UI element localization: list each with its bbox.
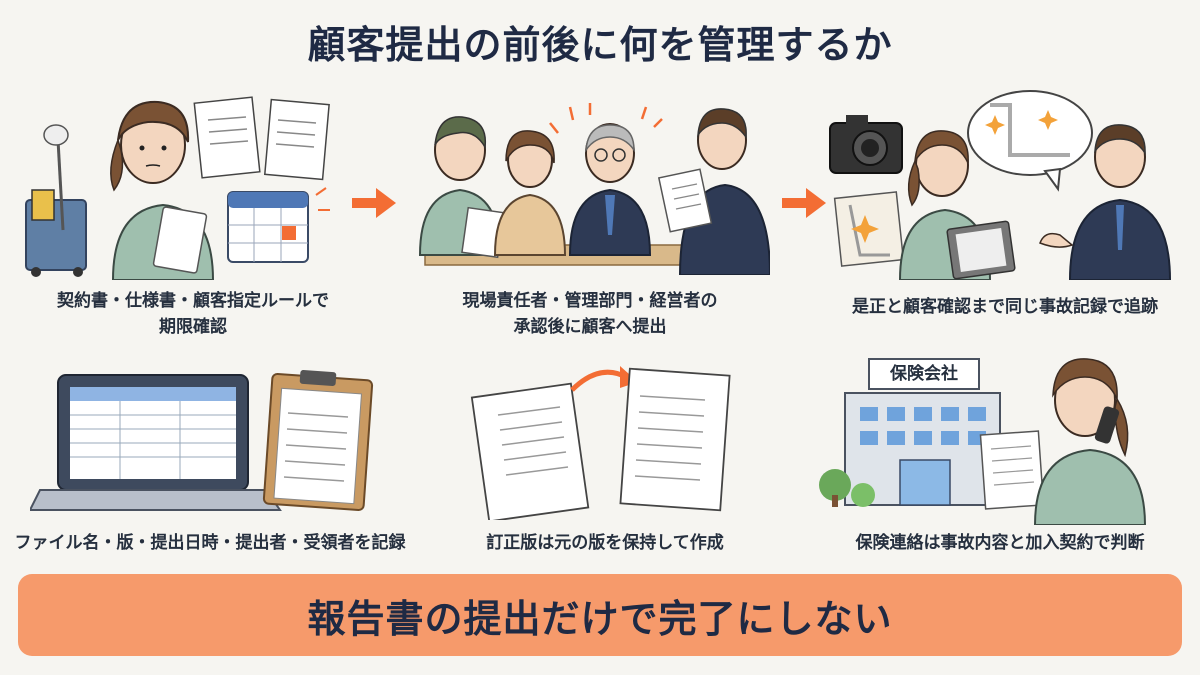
document-icon xyxy=(193,96,330,181)
caption-file-log: ファイル名・版・提出日時・提出者・受領者を記録 xyxy=(14,533,406,553)
insurance-call-illustration xyxy=(819,358,1147,525)
presenter-icon xyxy=(657,108,770,275)
panel-insurance: 保険会社 xyxy=(815,345,1185,525)
panel-tracking xyxy=(820,85,1190,280)
caption-insurance: 保険連絡は事故内容と加入契約で判断 xyxy=(855,533,1145,553)
laptop-icon xyxy=(30,374,282,511)
insurance-company-sign: 保険会社 xyxy=(890,364,958,384)
curved-arrow-icon xyxy=(570,369,630,392)
speech-bubble-icon xyxy=(967,90,1093,192)
customer-icon xyxy=(1039,124,1172,280)
conclusion-banner: 報告書の提出だけで完了にしない xyxy=(18,574,1182,656)
document-icon xyxy=(979,430,1045,510)
inspection-follow-up-illustration xyxy=(829,90,1172,280)
caption-deadline: 契約書・仕様書・顧客指定ルールで 期限確認 xyxy=(57,291,329,337)
revised-document-icon xyxy=(619,367,731,512)
panel-approval xyxy=(410,95,770,275)
panel-revision xyxy=(460,360,750,520)
executive-icon xyxy=(568,123,652,256)
female-worker-on-phone-icon xyxy=(1033,358,1147,525)
arrow-right-icon xyxy=(782,188,826,218)
caption-revision: 訂正版は元の版を保持して作成 xyxy=(486,533,724,553)
emphasis-marks-icon xyxy=(549,103,663,134)
page-title: 顧客提出の前後に何を管理するか xyxy=(307,23,893,67)
female-worker-icon xyxy=(898,130,1016,280)
original-document-icon xyxy=(470,382,590,520)
panel-deadline-check xyxy=(18,80,368,280)
calendar-icon xyxy=(227,187,330,263)
arrow-right-icon xyxy=(352,188,396,218)
caption-tracking: 是正と顧客確認まで同じ事故記録で追跡 xyxy=(852,297,1158,317)
worker-with-calendar-illustration xyxy=(25,96,330,280)
admin-staff-icon xyxy=(493,130,567,256)
panel-file-log xyxy=(30,365,390,515)
conclusion-text: 報告書の提出だけで完了にしない xyxy=(307,596,893,641)
camera-icon xyxy=(829,115,903,174)
clipboard-icon xyxy=(262,369,374,511)
photo-icon xyxy=(833,191,905,267)
insurance-building-icon xyxy=(819,358,1001,507)
caption-approval: 現場責任者・管理部門・経営者の 承認後に顧客へ提出 xyxy=(462,291,718,337)
female-worker-icon xyxy=(110,100,215,280)
revised-document-illustration xyxy=(470,366,731,520)
cleaning-cart-icon xyxy=(25,124,87,277)
approval-meeting-illustration xyxy=(418,103,770,275)
laptop-and-clipboard-illustration xyxy=(30,369,374,511)
site-manager-icon xyxy=(418,116,505,259)
